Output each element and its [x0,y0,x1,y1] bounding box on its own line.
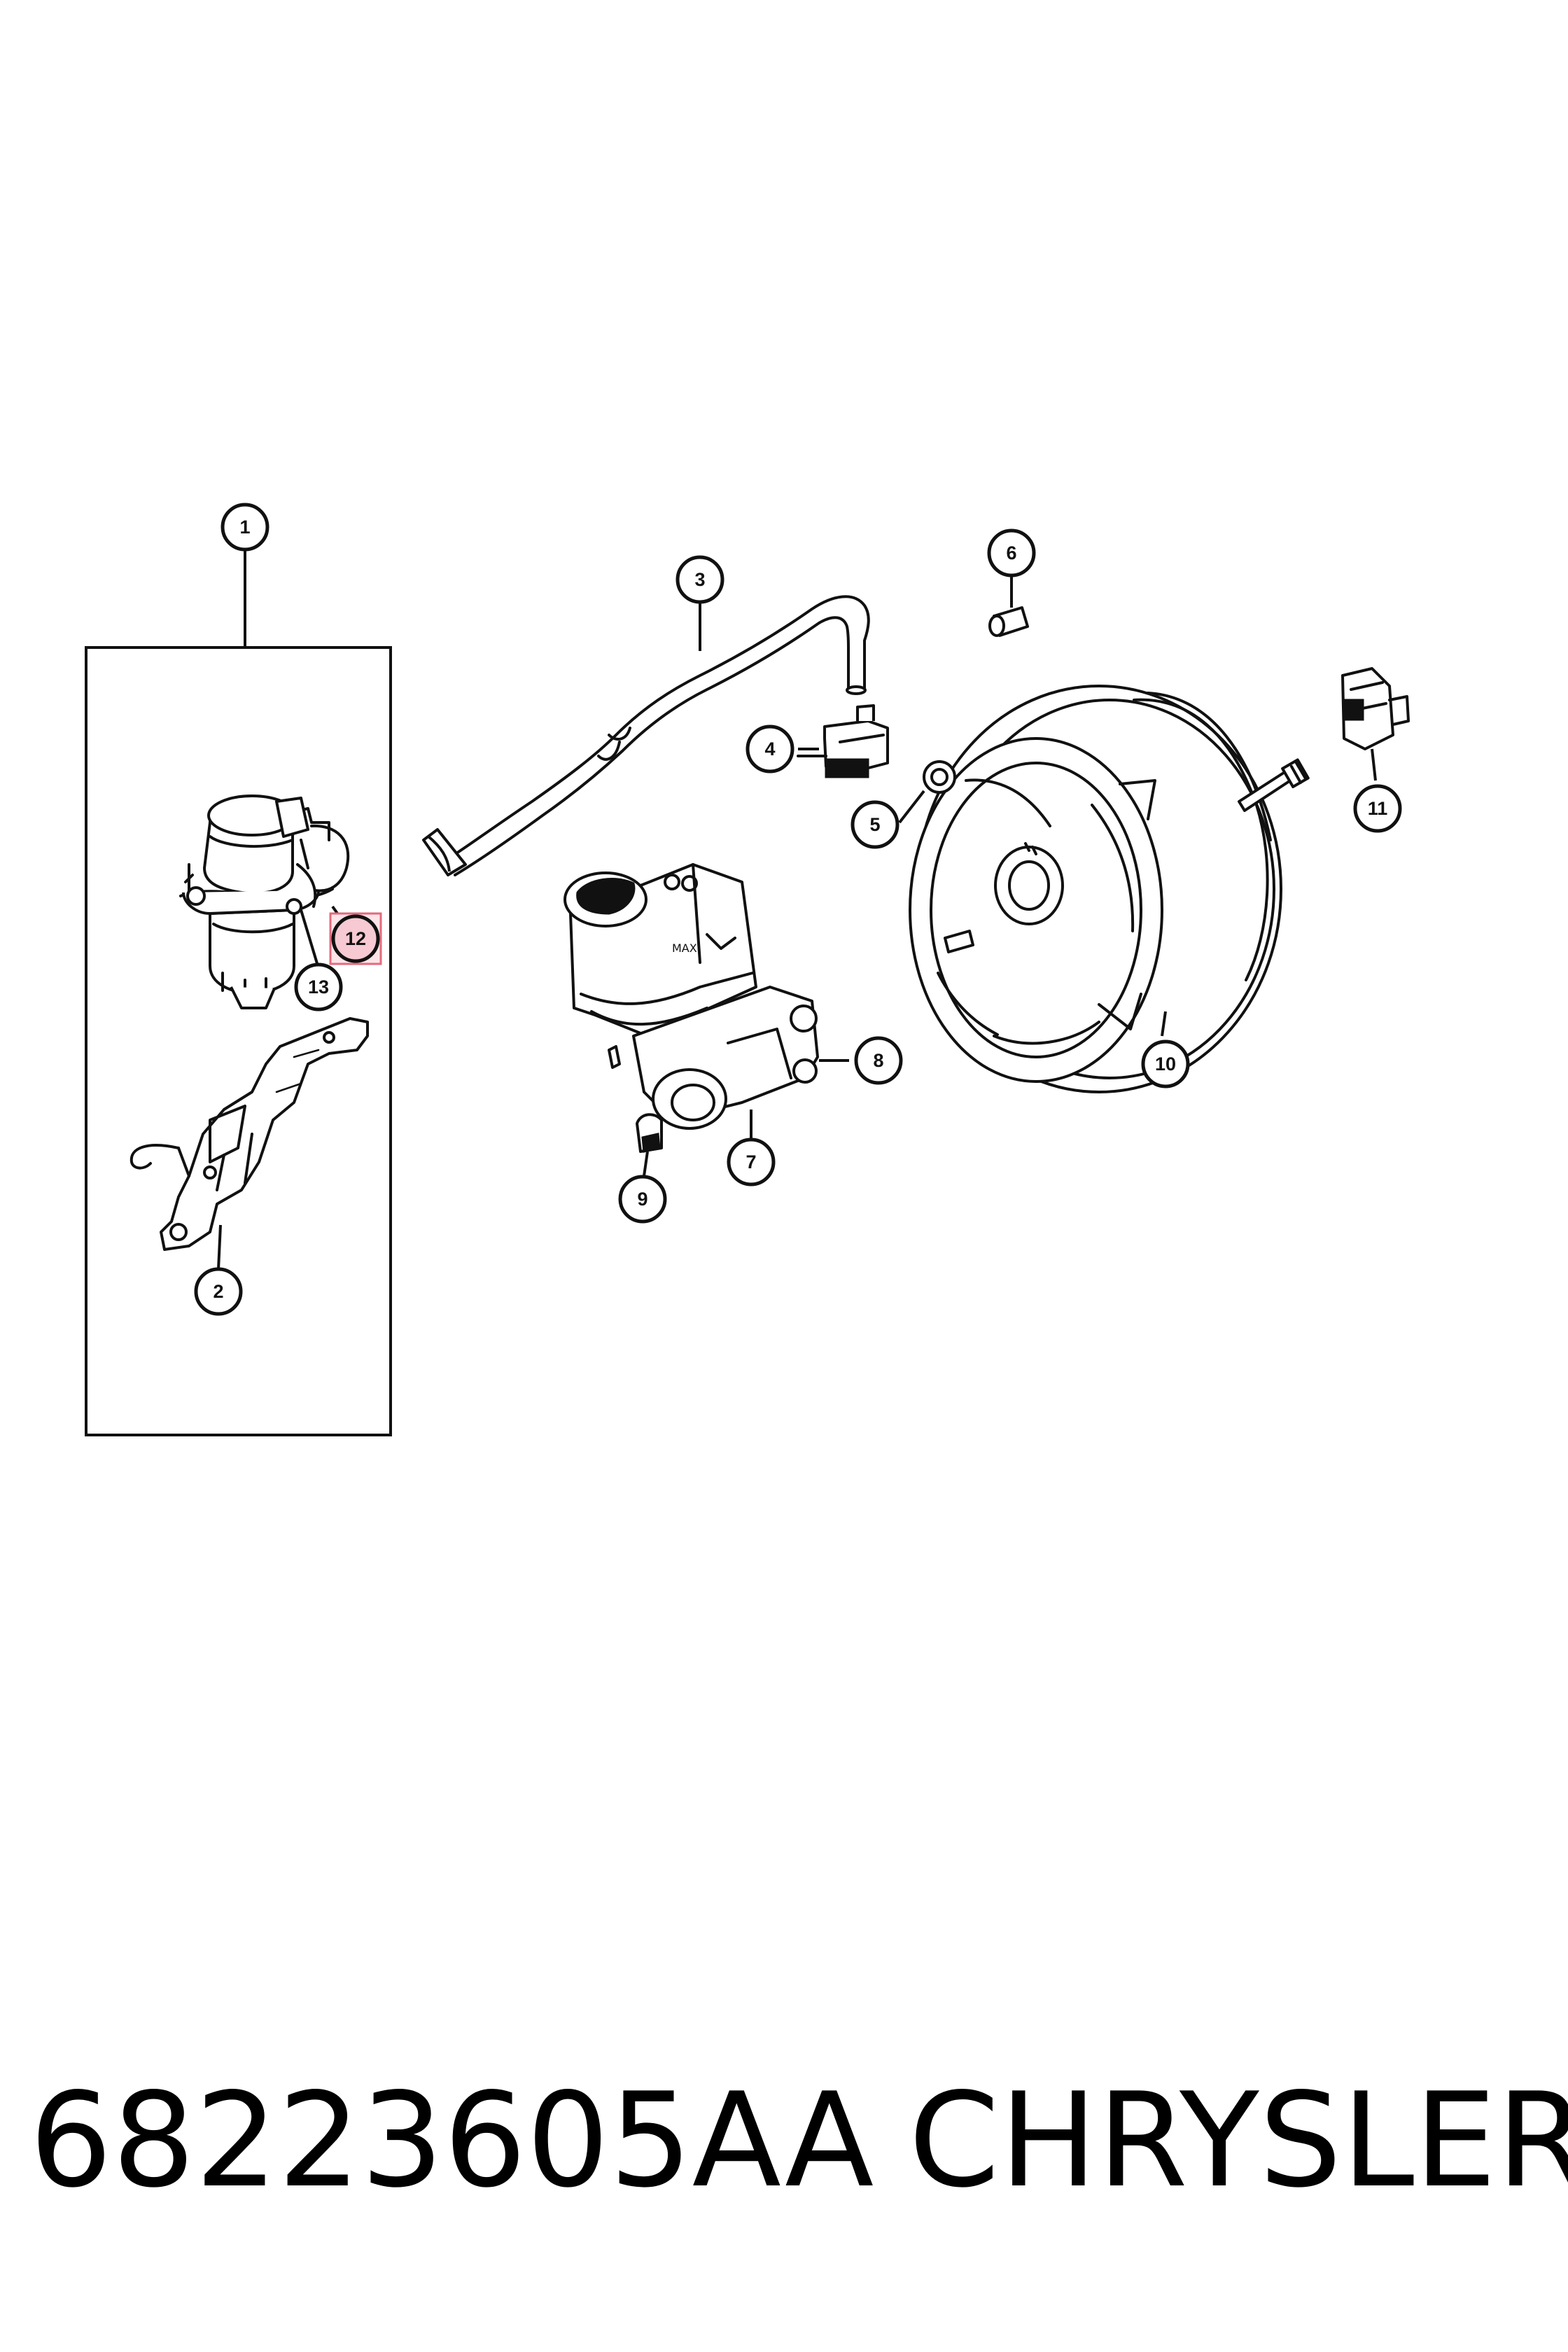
brand-name: CHRYSLER [909,2064,1568,2216]
part-number: 68223605AA [29,2064,874,2216]
master-cylinder: MAX [564,863,819,1130]
callout-5[interactable]: 5 [850,800,899,849]
svg-text:MAX: MAX [672,941,697,955]
svg-text:4: 4 [764,738,775,760]
svg-text:8: 8 [873,1050,883,1071]
callout-8[interactable]: 8 [854,1036,903,1085]
svg-text:1: 1 [239,517,250,538]
wiring-connector [1341,667,1410,750]
svg-text:7: 7 [746,1152,756,1172]
callout-12[interactable]: 12 [329,912,382,965]
callout-2[interactable]: 2 [194,1267,243,1316]
grommet-6 [988,568,1029,637]
svg-text:2: 2 [213,1281,223,1302]
svg-text:11: 11 [1368,798,1388,819]
svg-text:13: 13 [308,976,329,997]
callout-4[interactable]: 4 [746,724,794,774]
svg-text:12: 12 [345,928,366,949]
svg-text:5: 5 [869,814,880,835]
callout-11[interactable]: 11 [1353,784,1402,833]
callout-3[interactable]: 3 [676,555,724,604]
kit-group-box [85,646,392,1436]
callout-7[interactable]: 7 [727,1138,776,1186]
vacuum-pump [179,794,350,1009]
callout-13[interactable]: 13 [294,962,343,1011]
callout-10[interactable]: 10 [1141,1040,1190,1088]
callout-1[interactable]: 1 [220,503,270,552]
svg-text:10: 10 [1155,1054,1176,1074]
vacuum-hose [422,595,870,876]
svg-text:9: 9 [637,1189,648,1210]
vacuum-sensor [797,704,889,778]
retainer-9 [636,1113,663,1153]
callout-6[interactable]: 6 [987,528,1036,578]
mounting-bracket [130,1017,369,1251]
svg-text:6: 6 [1006,542,1016,564]
brake-booster [909,685,1310,1093]
svg-text:3: 3 [694,569,705,590]
callout-9[interactable]: 9 [618,1175,667,1224]
